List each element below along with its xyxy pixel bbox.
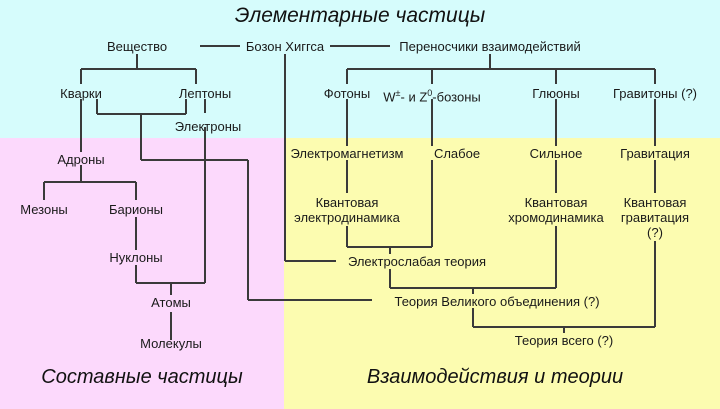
node-baryons[interactable]: Барионы: [108, 202, 164, 217]
node-electrons[interactable]: Электроны: [174, 119, 242, 134]
node-higgs-boson[interactable]: Бозон Хиггса: [245, 39, 325, 54]
node-strong-interaction[interactable]: Сильное: [529, 146, 583, 161]
qcd-line-2: хромодинамика: [508, 210, 604, 225]
qcd-line-1: Квантовая: [524, 195, 588, 210]
node-electromagnetism[interactable]: Электромагнетизм: [290, 146, 404, 161]
qg-line-3: (?): [647, 225, 663, 240]
band-composite-particles: [0, 138, 284, 409]
node-gravitons[interactable]: Гравитоны (?): [613, 86, 697, 101]
wz-bosons-middle: - и Z: [400, 89, 428, 105]
node-molecules[interactable]: Молекулы: [140, 336, 202, 351]
node-electroweak-theory[interactable]: Электрослабая теория: [347, 254, 487, 269]
node-theory-of-everything[interactable]: Теория всего (?): [514, 333, 614, 348]
wz-bosons-prefix: W: [383, 89, 396, 105]
node-leptons[interactable]: Лептоны: [178, 86, 232, 101]
node-wz-bosons[interactable]: W±- и Z0-бозоны: [383, 86, 480, 104]
node-photons[interactable]: Фотоны: [323, 86, 371, 101]
node-mesons[interactable]: Мезоны: [20, 202, 68, 217]
node-quantum-gravitation[interactable]: Квантовая гравитация (?): [595, 195, 715, 240]
node-gravitation[interactable]: Гравитация: [620, 146, 690, 161]
qg-line-1: Квантовая: [623, 195, 687, 210]
node-hadrons[interactable]: Адроны: [57, 152, 105, 167]
qed-line-2: электродинамика: [294, 210, 400, 225]
band-interactions-theories: [284, 138, 720, 409]
node-force-carriers[interactable]: Переносчики взаимодействий: [399, 39, 581, 54]
node-gluons[interactable]: Глюоны: [532, 86, 580, 101]
node-quantum-electrodynamics[interactable]: Квантовая электродинамика: [277, 195, 417, 225]
page-title: Элементарные частицы: [234, 4, 486, 27]
node-nucleons[interactable]: Нуклоны: [109, 250, 163, 265]
wz-bosons-suffix: -бозоны: [432, 89, 481, 105]
node-matter[interactable]: Вещество: [106, 39, 168, 54]
section-label-interactions-theories: Взаимодействия и теории: [366, 366, 624, 388]
node-weak-interaction[interactable]: Слабое: [433, 146, 481, 161]
node-quarks[interactable]: Кварки: [60, 86, 102, 101]
wz-bosons-superscript-zero: 0: [427, 88, 433, 98]
node-atoms[interactable]: Атомы: [151, 295, 191, 310]
qg-line-2: гравитация: [620, 210, 690, 225]
qed-line-1: Квантовая: [315, 195, 379, 210]
node-grand-unified-theory[interactable]: Теория Великого объединения (?): [394, 294, 600, 309]
wz-bosons-superscript-pm: ±: [395, 88, 401, 98]
node-quantum-chromodynamics[interactable]: Квантовая хромодинамика: [486, 195, 626, 225]
section-label-composite-particles: Составные частицы: [41, 366, 243, 388]
